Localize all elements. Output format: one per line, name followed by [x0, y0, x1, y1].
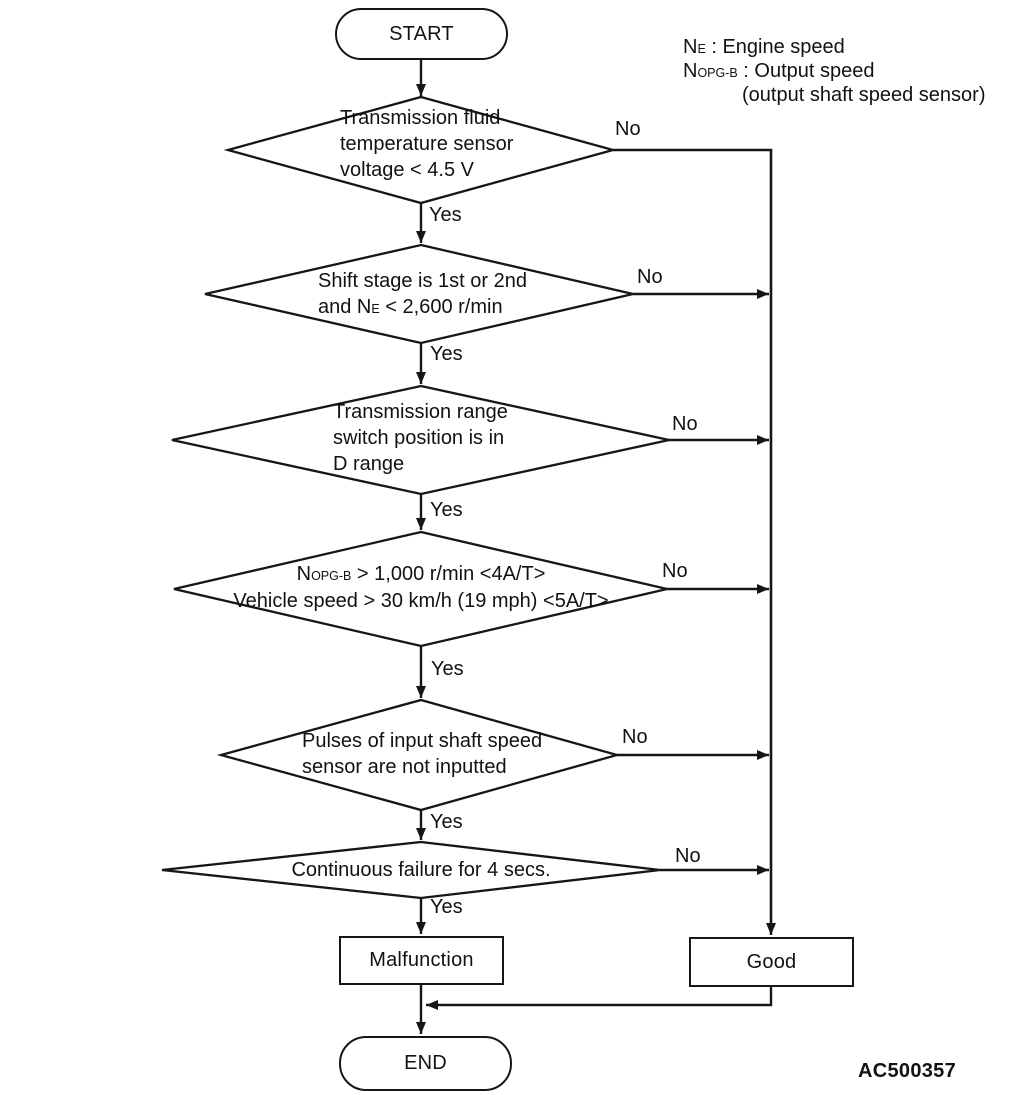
start-label: START [389, 22, 454, 45]
ne-subscript: E [371, 302, 380, 316]
ne-subscript: E [697, 42, 706, 56]
decision-continuous-failure-shape [161, 840, 661, 900]
branch-label-yes-3: Yes [430, 499, 463, 521]
legend: NE : Engine speed NOPG-B : Output speed … [683, 36, 985, 106]
decision-input-shaft-pulses-text: Pulses of input shaft speed sensor are n… [302, 730, 543, 778]
end-label: END [404, 1052, 447, 1074]
figure-code: AC500357 [858, 1060, 957, 1082]
decision-range-switch-shape [171, 384, 670, 496]
decision-continuous-failure-text: Continuous failure for 4 secs. [291, 859, 551, 881]
branch-label-no-5: No [622, 726, 648, 748]
nopgb-subscript: OPG-B [697, 66, 738, 80]
branch-label-yes-1: Yes [429, 204, 462, 226]
branch-label-yes-4: Yes [431, 658, 464, 680]
decision-shift-stage-text: Shift stage is 1st or 2nd and NE < 2,600… [318, 270, 528, 318]
start-terminal: START [335, 8, 508, 60]
decision-shift-stage-shape [204, 243, 634, 345]
decision-output-speed-text: NOPG-B > 1,000 r/min <4A/T> Vehicle spee… [233, 563, 609, 612]
decision-fluid-temp-text: Transmission fluid temperature sensor vo… [340, 107, 514, 181]
malfunction-box: Malfunction [339, 936, 504, 985]
legend-line-engine-speed: NE : Engine speed [683, 36, 845, 58]
connector-good-to-end [426, 987, 773, 1010]
decision-input-shaft-pulses-shape [216, 698, 622, 812]
good-label: Good [746, 950, 797, 973]
decision-range-switch-text: Transmission range switch position is in… [333, 401, 508, 475]
good-box: Good [689, 937, 854, 987]
nopgb-subscript: OPG-B [311, 569, 352, 583]
legend-line-sensor-note: (output shaft speed sensor) [742, 84, 986, 106]
branch-label-no-6: No [675, 845, 701, 867]
connector-no-1-to-good [613, 148, 776, 935]
branch-label-no-2: No [637, 266, 663, 288]
legend-line-output-speed: NOPG-B : Output speed [683, 60, 875, 82]
branch-label-yes-2: Yes [430, 343, 463, 365]
malfunction-label: Malfunction [369, 949, 474, 971]
branch-label-no-4: No [662, 560, 688, 582]
branch-label-yes-5: Yes [430, 811, 463, 833]
decision-fluid-temp-shape [223, 95, 618, 205]
branch-label-no-1: No [615, 118, 641, 140]
end-terminal: END [339, 1036, 512, 1091]
branch-label-yes-6: Yes [430, 896, 463, 918]
branch-label-no-3: No [672, 413, 698, 435]
decision-output-speed-shape [173, 530, 668, 648]
